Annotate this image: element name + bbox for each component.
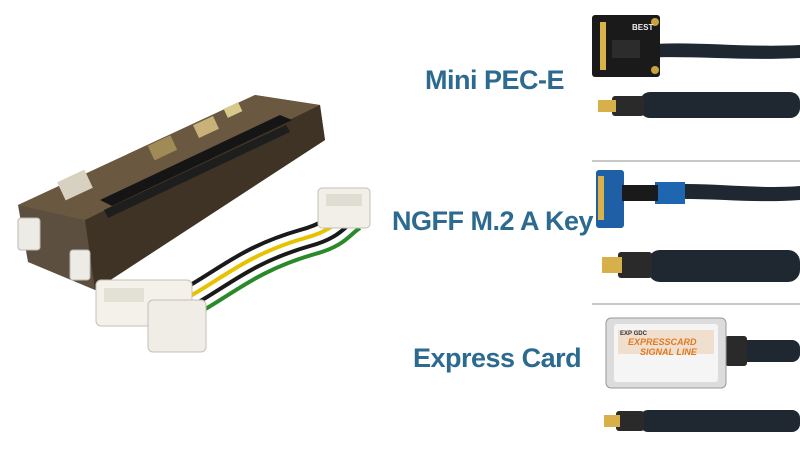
product-label-mini-pcie: Mini PEC-E	[425, 65, 565, 95]
section-divider	[592, 160, 800, 162]
board-brand-text: BEST	[632, 23, 653, 32]
product-label-ngff: NGFF M.2 A Key	[392, 206, 594, 236]
card-title-line2: SIGNAL LINE	[640, 347, 698, 357]
section-divider	[592, 303, 800, 305]
card-brand-text: EXP GDC	[620, 331, 648, 337]
card-title-line1: EXPRESSCARD	[628, 337, 697, 347]
product-label-expresscard: Express Card	[413, 343, 582, 373]
